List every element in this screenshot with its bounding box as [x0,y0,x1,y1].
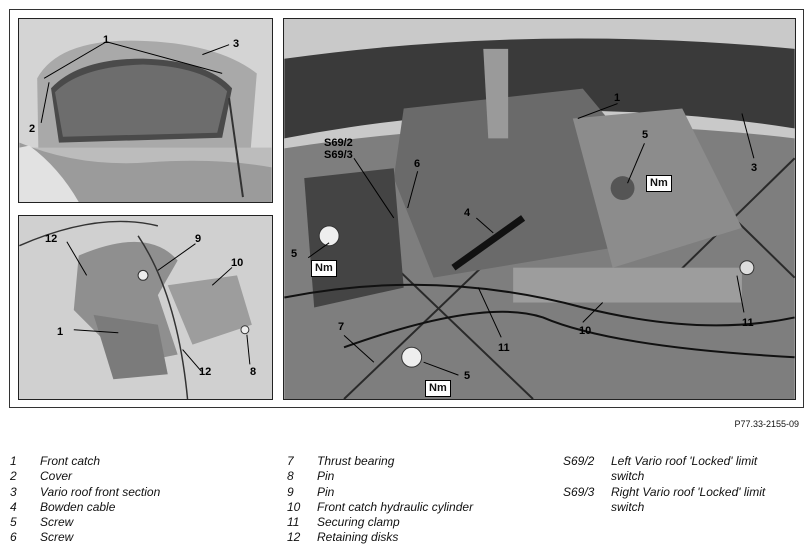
label-7: 7 [338,321,345,333]
label-1-bottom-left: 1 [57,326,64,338]
label-10-main: 10 [579,325,592,337]
label-9: 9 [195,233,202,245]
label-s69-3: S69/3 [324,149,353,161]
figure-frame: 1 2 3 12 9 10 1 12 8 [9,9,804,408]
label-3-top-left: 3 [233,38,240,50]
car-overview-drawing [19,19,272,202]
front-catch-drawing [284,19,795,399]
figure-reference: P77.33-2155-09 [734,419,799,429]
catch-assembly-drawing [19,216,272,399]
photo-car-overview: 1 2 3 [18,18,273,203]
label-3-main: 3 [751,162,758,174]
torque-mark-right: Nm [646,175,672,192]
torque-mark-bottom: Nm [425,380,451,397]
label-6: 6 [414,158,421,170]
label-12-lower: 12 [199,366,212,378]
label-s69-2: S69/2 [324,137,353,149]
label-11-right: 11 [742,317,754,329]
label-4: 4 [464,207,471,219]
label-5-right: 5 [642,129,649,141]
label-5-left: 5 [291,248,298,260]
torque-mark-left: Nm [311,260,337,277]
label-10-bottom-left: 10 [231,257,244,269]
label-12-upper: 12 [45,233,58,245]
label-1-top-left: 1 [103,34,110,46]
label-2-top-left: 2 [29,123,36,135]
label-8: 8 [250,366,257,378]
photo-catch-assembly: 12 9 10 1 12 8 [18,215,273,400]
label-1-main: 1 [614,92,621,104]
photo-front-catch-detail: 1 5 3 S69/2 S69/3 6 4 5 11 10 7 11 5 Nm … [283,18,796,400]
label-11-center: 11 [498,342,510,354]
label-5-bottom: 5 [464,370,471,382]
